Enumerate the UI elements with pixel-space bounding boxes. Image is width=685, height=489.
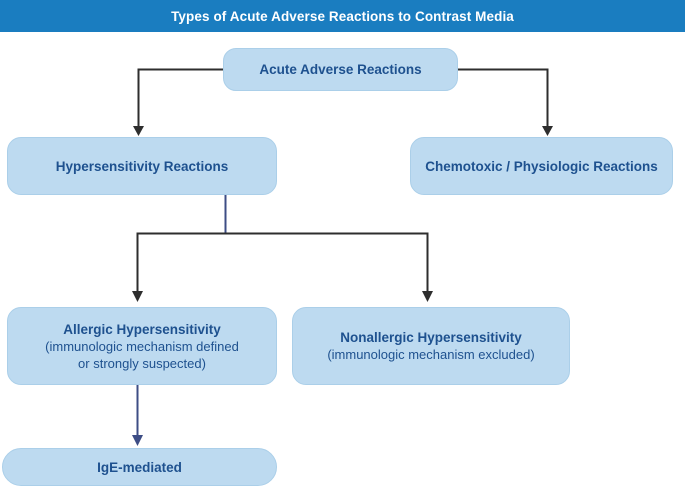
arrowhead-to-nonallergic [422, 291, 433, 302]
arrowhead-root-to-chemotoxic [542, 126, 553, 136]
node-ige-mediated: IgE-mediated [2, 448, 277, 486]
node-hypersensitivity-reactions: Hypersensitivity Reactions [7, 137, 277, 195]
node-chemotoxic-physiologic-reactions: Chemotoxic / Physiologic Reactions [410, 137, 673, 195]
node-subtext: (immunologic mechanism excluded) [327, 347, 535, 362]
node-allergic-hypersensitivity: Allergic Hypersensitivity (immunologic m… [7, 307, 277, 385]
node-subtext-line1: (immunologic mechanism defined [45, 338, 239, 354]
node-label: Allergic Hypersensitivity [63, 321, 221, 337]
node-subtext-line2: or strongly suspected) [78, 355, 206, 371]
header-title: Types of Acute Adverse Reactions to Cont… [171, 8, 514, 24]
node-label: Chemotoxic / Physiologic Reactions [425, 158, 658, 174]
node-label: IgE-mediated [97, 459, 182, 475]
connector-tee-allergic-nonallergic [136, 232, 429, 292]
node-label: Acute Adverse Reactions [259, 62, 422, 77]
node-nonallergic-hypersensitivity: Nonallergic Hypersensitivity (immunologi… [292, 307, 570, 385]
arrowhead-to-ige [132, 435, 143, 446]
node-label: Nonallergic Hypersensitivity [340, 330, 522, 345]
node-acute-adverse-reactions: Acute Adverse Reactions [223, 48, 458, 91]
arrowhead-root-to-hypersensitivity [133, 126, 144, 136]
header-bar: Types of Acute Adverse Reactions to Cont… [0, 0, 685, 32]
arrowhead-to-allergic [132, 291, 143, 302]
connector-root-to-hypersensitivity [137, 68, 223, 127]
node-label: Hypersensitivity Reactions [55, 158, 229, 174]
connector-root-to-chemotoxic [458, 68, 549, 127]
